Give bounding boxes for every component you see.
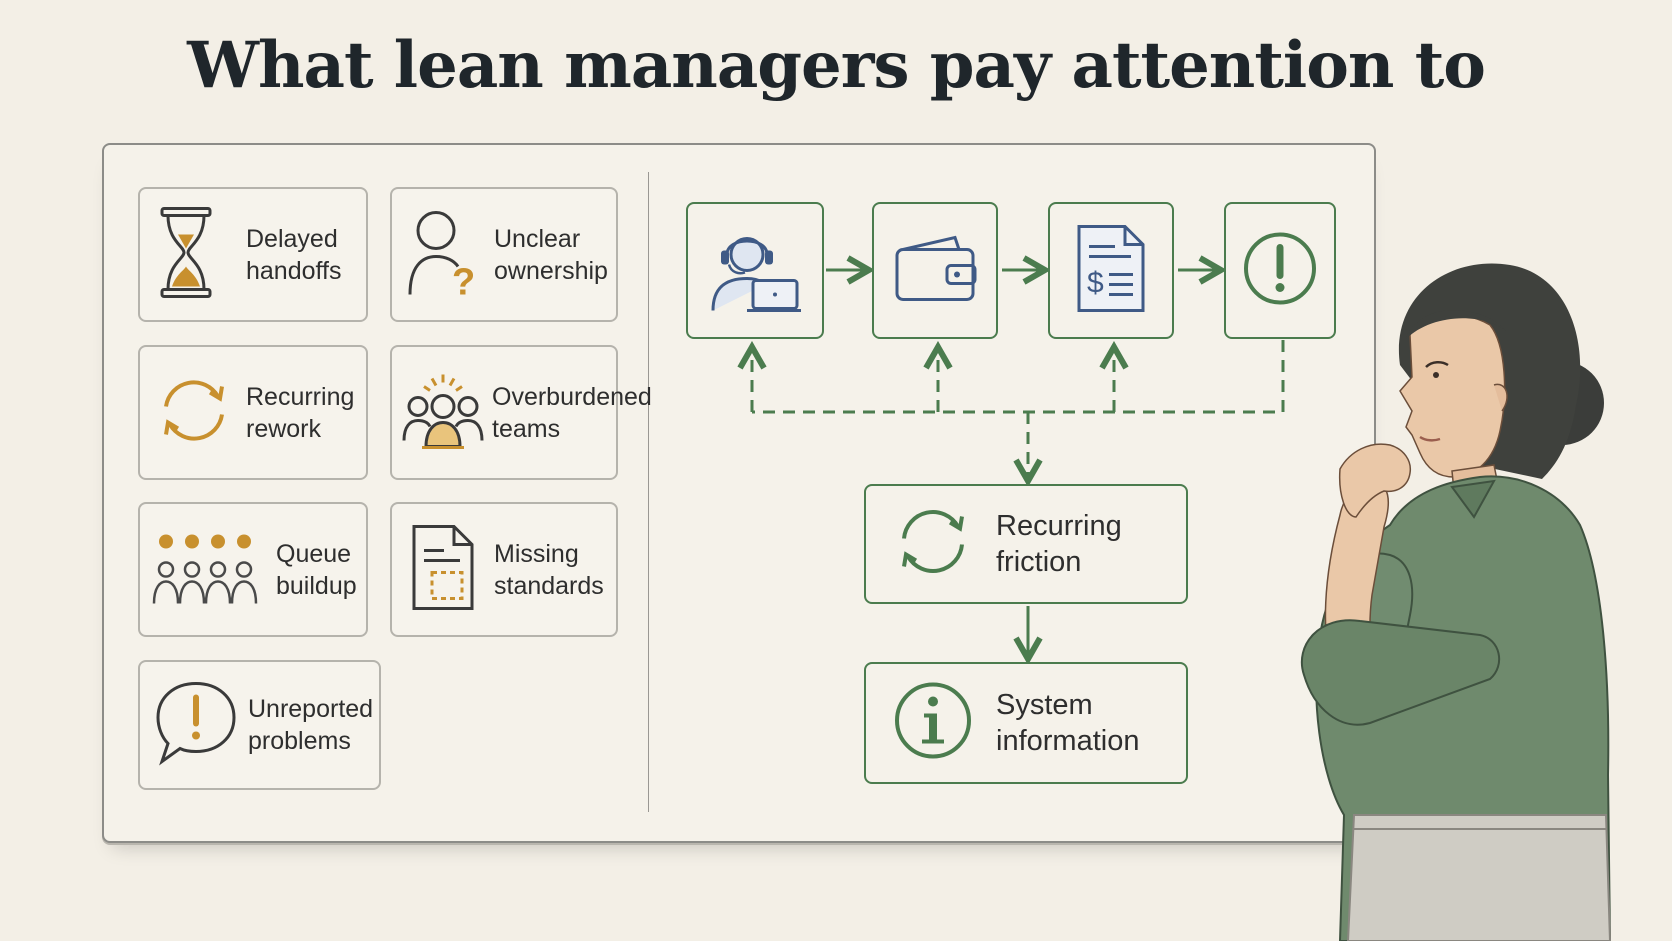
- hand: [1338, 443, 1412, 518]
- card-label-line: teams: [492, 414, 561, 443]
- box-label: System information: [996, 687, 1139, 759]
- flow-step-alert: [1224, 202, 1336, 339]
- cycle-arrows-icon: [154, 370, 234, 455]
- wallet-icon: [893, 233, 977, 308]
- feedback-loop-line: [752, 340, 1285, 414]
- card-label-line: problems: [248, 727, 351, 755]
- alert-icon: [1241, 229, 1319, 312]
- box-label: Recurring friction: [996, 508, 1122, 580]
- invoice-icon: $: [1075, 222, 1147, 319]
- card-recurring-rework: Recurring rework: [138, 345, 368, 480]
- svg-text:$: $: [1087, 266, 1104, 299]
- card-label: Recurring rework: [246, 381, 354, 445]
- info-icon: [892, 680, 974, 767]
- card-label: Unclear ownership: [494, 223, 608, 287]
- recurring-friction-box: Recurring friction: [864, 484, 1188, 604]
- card-label: Unreported problems: [248, 693, 373, 757]
- support-agent-icon: [707, 220, 803, 321]
- pants: [1346, 814, 1612, 941]
- card-label: Delayed handoffs: [246, 223, 341, 287]
- box-label-line: System: [996, 689, 1093, 721]
- system-information-box: System information: [864, 662, 1188, 784]
- cycle-arrows-icon: [892, 501, 974, 588]
- page-title: What lean managers pay attention to: [187, 28, 1486, 103]
- card-label: Overburdened teams: [492, 381, 652, 445]
- card-unreported-problems: Unreported problems: [138, 660, 381, 790]
- person-question-icon: ?: [406, 204, 476, 305]
- flow-step-invoice: $: [1048, 202, 1174, 339]
- card-label-line: Unclear: [494, 224, 581, 253]
- card-label-line: Queue: [276, 539, 352, 568]
- card-label: Queue buildup: [276, 538, 357, 602]
- card-label-line: standards: [494, 571, 604, 600]
- document-missing-icon: [410, 522, 476, 617]
- box-label-line: Recurring: [996, 510, 1122, 542]
- group-people-icon: [402, 370, 484, 455]
- card-label: Missing standards: [494, 538, 604, 602]
- queue-people-icon: [152, 527, 262, 612]
- folded-arm: [1300, 619, 1500, 726]
- face: [1399, 314, 1506, 478]
- box-label-line: information: [996, 725, 1140, 757]
- card-overburdened-teams: Overburdened teams: [390, 345, 652, 480]
- card-label-line: rework: [246, 414, 322, 443]
- flow-step-support-agent: [686, 202, 824, 339]
- board-divider: [648, 172, 649, 812]
- card-label-line: Overburdened: [492, 382, 652, 411]
- card-label-line: Unreported: [248, 695, 374, 723]
- card-label-line: handoffs: [246, 256, 342, 285]
- card-missing-standards: Missing standards: [390, 502, 618, 637]
- card-label-line: Missing: [494, 539, 579, 568]
- box-label-line: friction: [996, 546, 1082, 578]
- hourglass-icon: [154, 204, 218, 305]
- card-queue-buildup: Queue buildup: [138, 502, 368, 637]
- speech-alert-icon: [154, 680, 238, 771]
- card-label-line: Delayed: [246, 224, 338, 253]
- card-label-line: buildup: [276, 571, 357, 600]
- flow-step-payment: [872, 202, 998, 339]
- card-label-line: ownership: [494, 256, 608, 285]
- thinking-woman-illustration: [1300, 263, 1612, 941]
- card-label-line: Recurring: [246, 382, 355, 411]
- svg-text:?: ?: [452, 261, 475, 300]
- card-delayed-handoffs: Delayed handoffs: [138, 187, 368, 322]
- card-unclear-ownership: ? Unclear ownership: [390, 187, 618, 322]
